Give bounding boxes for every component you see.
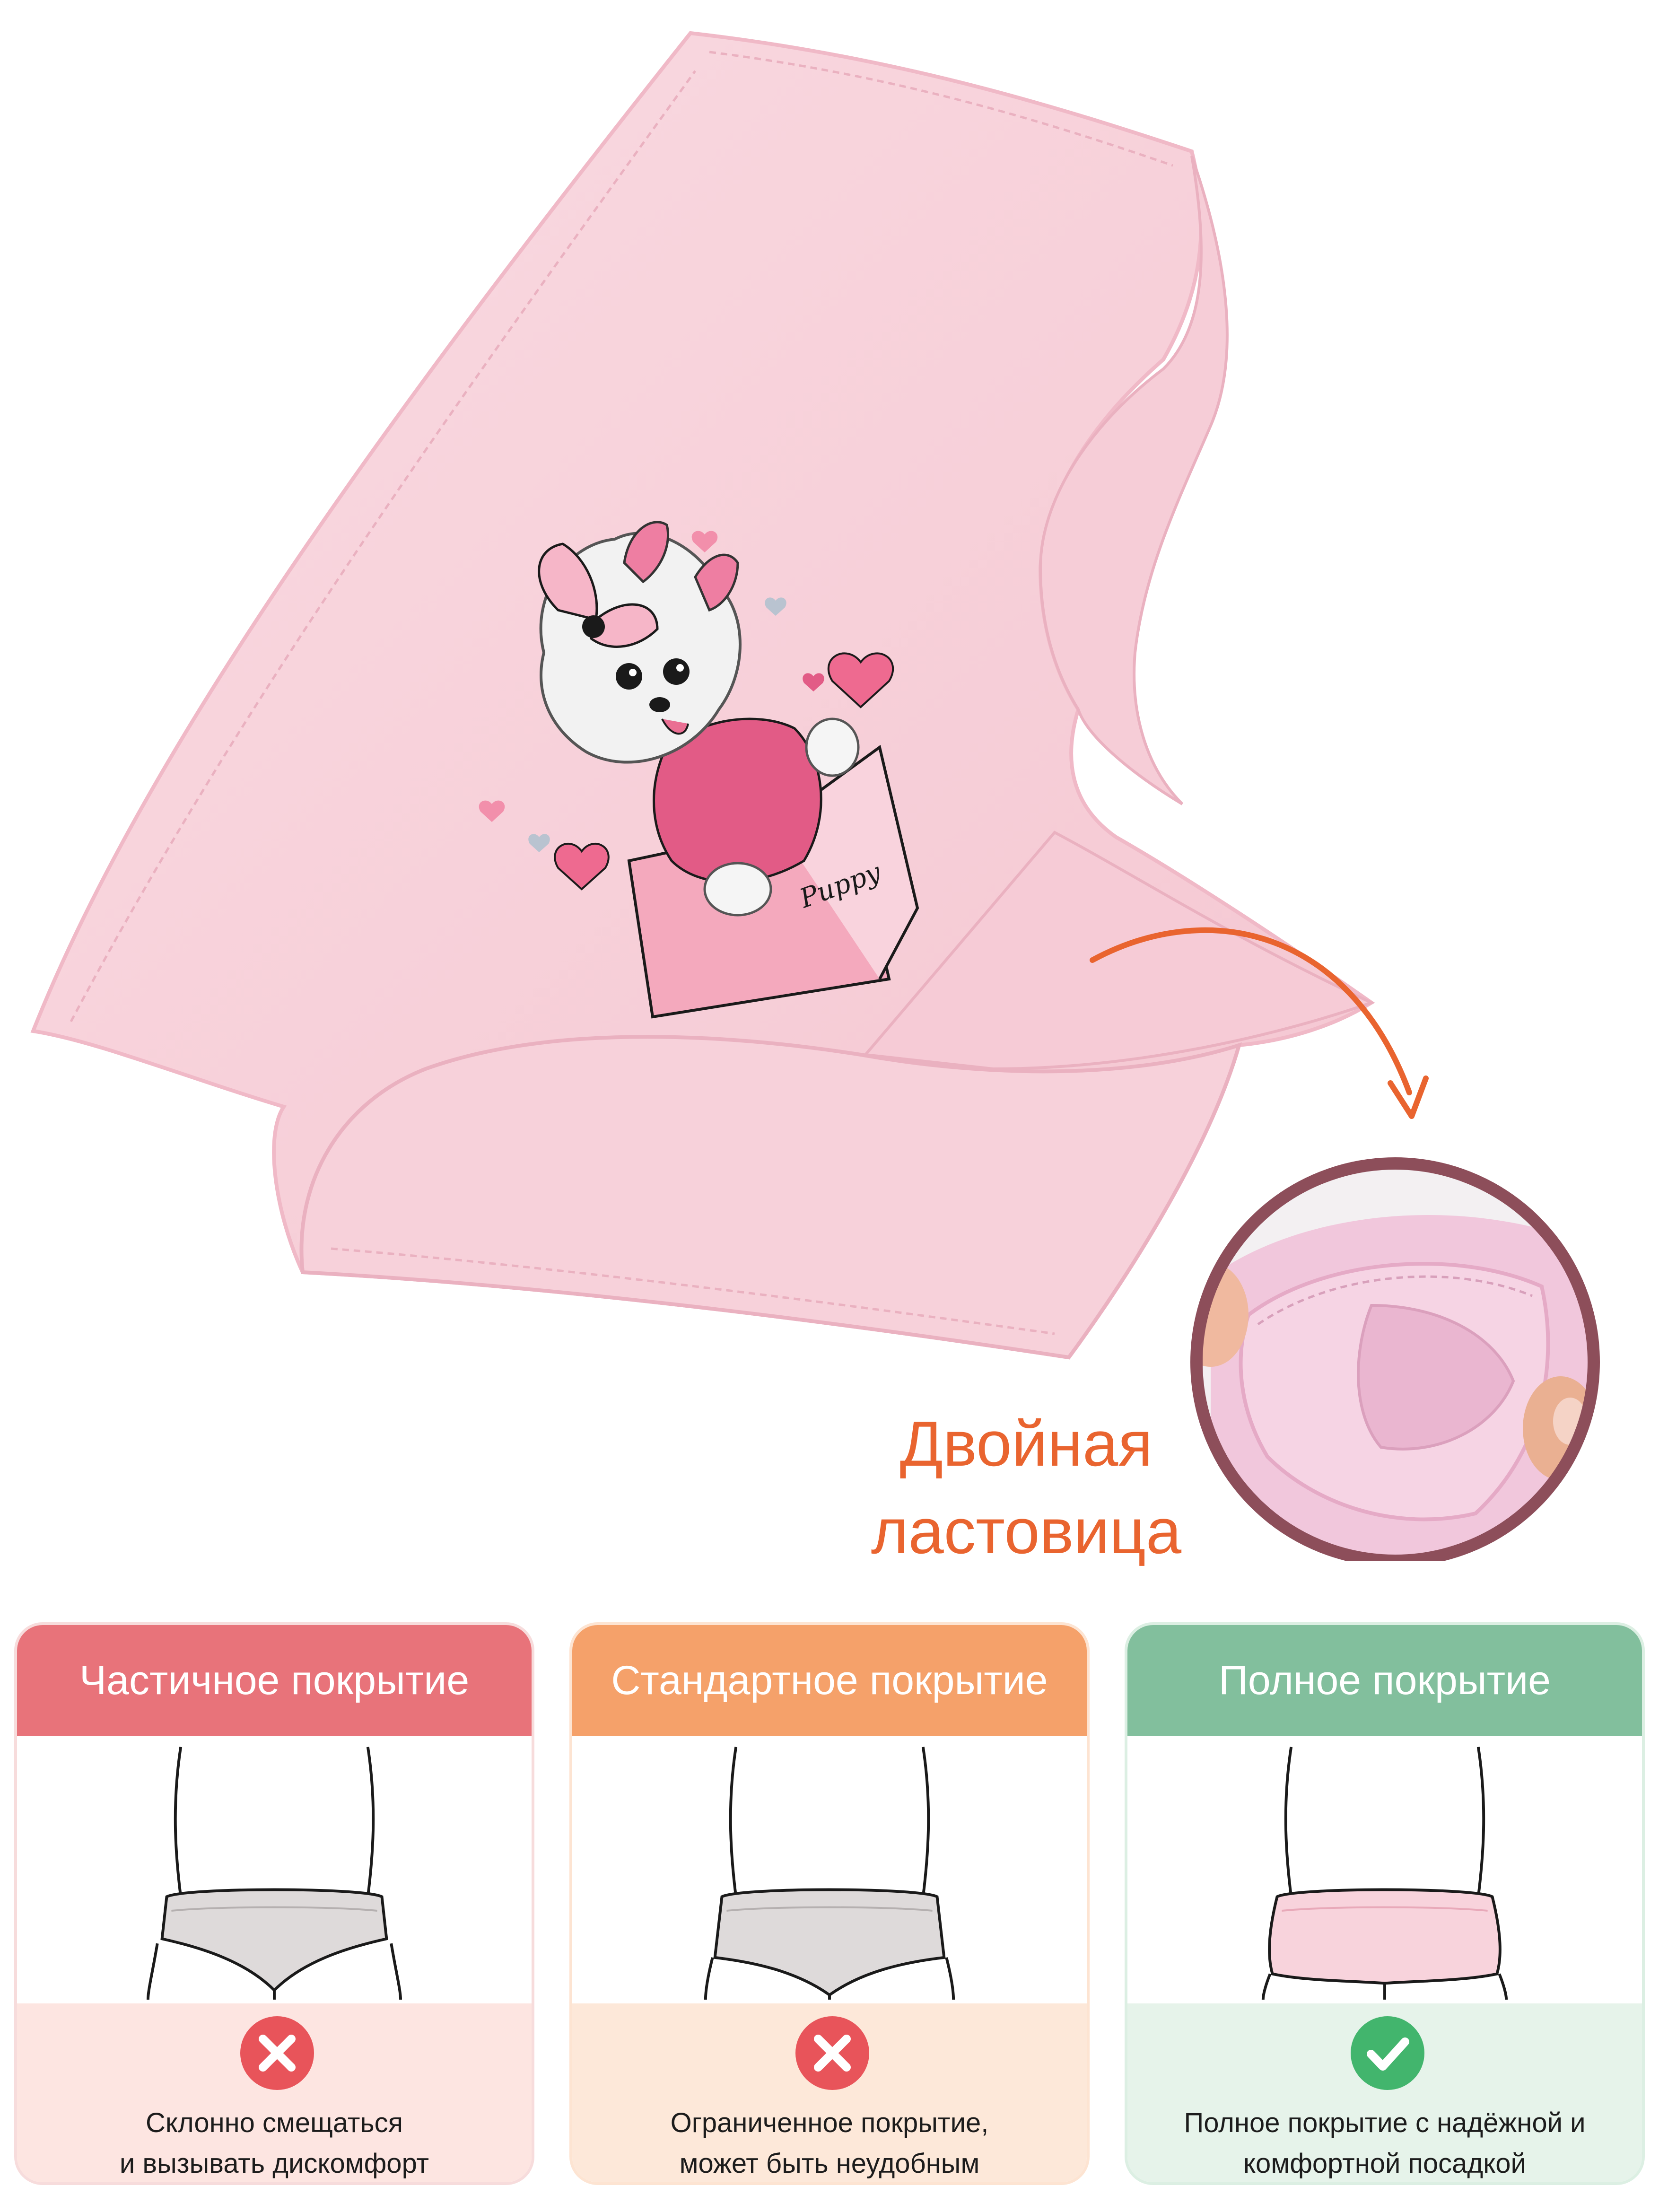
- card-title: Полное покрытие: [1127, 1625, 1642, 1736]
- card-standard-coverage: Стандартное покрытие Ограниченное покрыт…: [569, 1622, 1090, 2185]
- card-full-coverage: Полное покрытие Полное покрытие с надёжн…: [1125, 1622, 1645, 2185]
- card-note-line-1: Склонно смещаться: [145, 2107, 403, 2138]
- card-footer: Полное покрытие с надёжной и комфортной …: [1127, 2003, 1642, 2182]
- card-partial-coverage: Частичное покрытие Склонно смещаться и в…: [14, 1622, 534, 2185]
- card-title: Частичное покрытие: [17, 1625, 532, 1736]
- gusset-zoom-circle: [1190, 1157, 1600, 1561]
- coverage-figure: [704, 1747, 955, 2000]
- card-note-line-1: Ограниченное покрытие,: [670, 2107, 989, 2138]
- puppy-print: Puppy: [479, 521, 919, 1019]
- cross-icon: [795, 2016, 869, 2090]
- card-title: Стандартное покрытие: [572, 1625, 1087, 1736]
- card-note-line-1: Полное покрытие с надёжной и: [1184, 2107, 1586, 2138]
- card-note: Склонно смещаться и вызывать дискомфорт: [31, 2103, 517, 2182]
- card-note-line-2: и вызывать дискомфорт: [119, 2148, 429, 2179]
- check-icon: [1351, 2016, 1424, 2090]
- card-footer: Склонно смещаться и вызывать дискомфорт: [17, 2003, 532, 2182]
- card-note-line-2: комфортной посадкой: [1243, 2148, 1526, 2179]
- coverage-figure: [146, 1747, 402, 2000]
- callout-line-1: Двойная: [899, 1408, 1153, 1479]
- double-gusset-label: Двойная ластовица: [804, 1400, 1249, 1575]
- card-note: Полное покрытие с надёжной и комфортной …: [1142, 2103, 1628, 2182]
- callout-line-2: ластовица: [871, 1495, 1182, 1567]
- callout-arrow: [1090, 927, 1429, 1119]
- card-note: Ограниченное покрытие, может быть неудоб…: [586, 2103, 1073, 2182]
- cross-icon: [240, 2016, 314, 2090]
- product-hero: Puppy: [30, 31, 1600, 1561]
- card-note-line-2: может быть неудобным: [679, 2148, 980, 2179]
- card-footer: Ограниченное покрытие, может быть неудоб…: [572, 2003, 1087, 2182]
- coverage-figure: [1261, 1747, 1508, 2000]
